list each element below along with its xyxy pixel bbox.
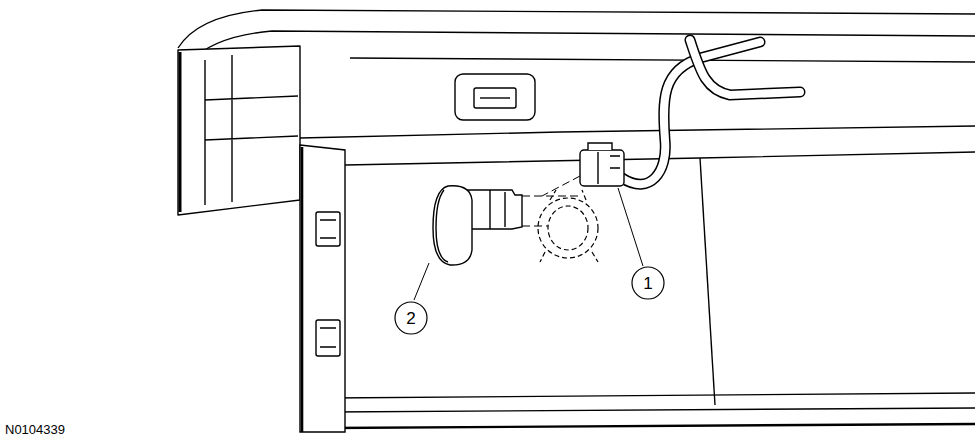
ledge-line: [300, 126, 975, 138]
fascia-top-edge: [190, 31, 975, 62]
alignment-lines: [522, 176, 580, 226]
bottom-line: [330, 393, 975, 398]
callout-circle: [395, 302, 427, 334]
bottom-line: [330, 424, 975, 428]
leader-line: [618, 188, 643, 266]
connector-latch: [588, 143, 612, 150]
mounting-bracket: [300, 145, 345, 432]
wire-outline: [622, 42, 760, 184]
connector-body: [580, 150, 624, 186]
panel-edge: [700, 158, 715, 405]
sensor-body: [466, 190, 522, 229]
left-panel: [178, 46, 300, 215]
fascia-top-edge: [178, 10, 975, 48]
retainer-slot: [455, 74, 535, 120]
parking-aid-sensor: [433, 186, 522, 265]
alignment-line: [522, 196, 580, 197]
wire-fill: [690, 40, 800, 95]
bumper-fascia: [178, 10, 975, 428]
leader-lines: [414, 188, 643, 300]
alignment-line: [542, 176, 580, 196]
fascia-edge: [350, 58, 975, 62]
callout-circle: [632, 267, 664, 299]
wire-outline: [690, 40, 800, 95]
bracket-clip: [316, 320, 340, 356]
bracket-clip: [316, 212, 340, 246]
bracket-clip-detail: [320, 220, 336, 238]
sensor-head: [433, 186, 472, 265]
wire-harness: [622, 40, 800, 184]
bracket-clip-detail: [320, 328, 336, 347]
figure-code: N0104339: [5, 423, 65, 436]
bottom-line: [330, 408, 975, 412]
bracket-body: [300, 145, 345, 432]
electrical-connector: [580, 143, 624, 186]
slot-clip-detail: [480, 97, 510, 98]
callout-number: 1: [643, 275, 652, 292]
bezel-tab: [540, 190, 598, 262]
left-panel-edge: [179, 52, 182, 212]
slot-clip: [474, 88, 516, 108]
sensor-detail: [490, 190, 505, 229]
slot-opening: [455, 74, 535, 120]
sensor-face: [436, 190, 448, 262]
callout-number: 2: [406, 310, 415, 327]
bezel-inner: [548, 206, 588, 250]
alignment-line: [522, 226, 548, 227]
wire-fill: [622, 42, 760, 184]
left-panel-rib: [205, 55, 298, 205]
leader-line: [414, 263, 429, 300]
callout-circles: [395, 267, 664, 334]
connector-detail: [598, 152, 620, 184]
bezel-ring: [538, 198, 598, 258]
bracket-edge: [301, 147, 304, 432]
